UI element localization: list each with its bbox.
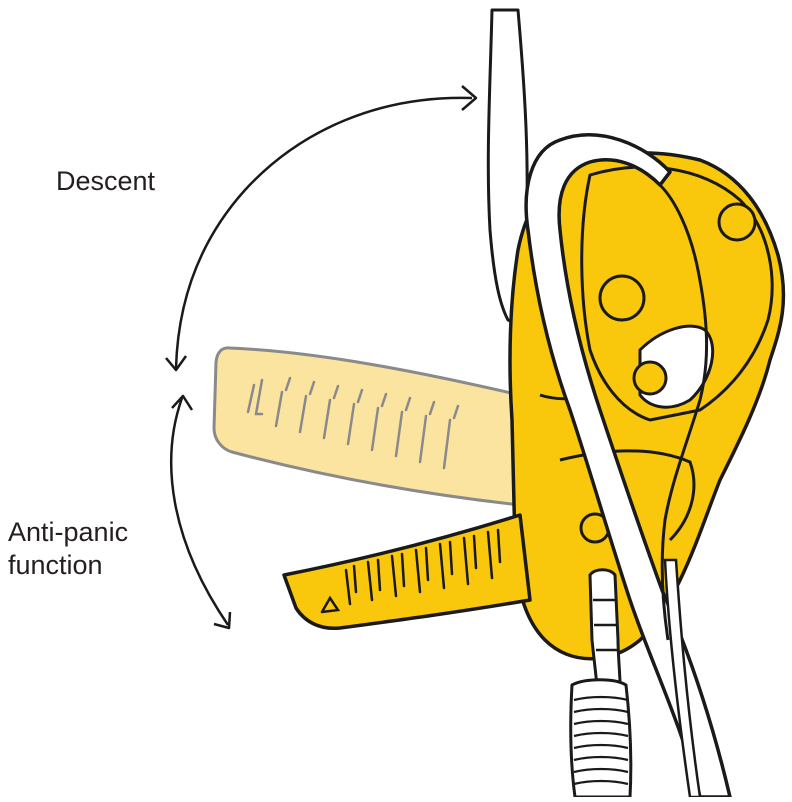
arrow-head-icon [213, 611, 232, 630]
anti-panic-label-line1: Anti-panic [8, 517, 129, 547]
curved-double-arrow-icon [169, 397, 230, 626]
handle-active-position [282, 513, 532, 631]
handle-ghost-position [212, 346, 522, 507]
carabiner [569, 568, 633, 799]
descent-label: Descent [56, 166, 156, 196]
anti-panic-label-line2: function [8, 550, 103, 580]
device-body [508, 151, 786, 661]
curved-double-arrow-icon [174, 96, 473, 369]
arrow-head-icon [461, 85, 478, 111]
anti-panic-label: Anti-panic function [8, 516, 128, 582]
arrow-head-icon [165, 355, 188, 372]
arrow-head-icon [171, 394, 194, 411]
descent-arrow [165, 85, 478, 372]
antipanic-arrow [169, 394, 232, 630]
